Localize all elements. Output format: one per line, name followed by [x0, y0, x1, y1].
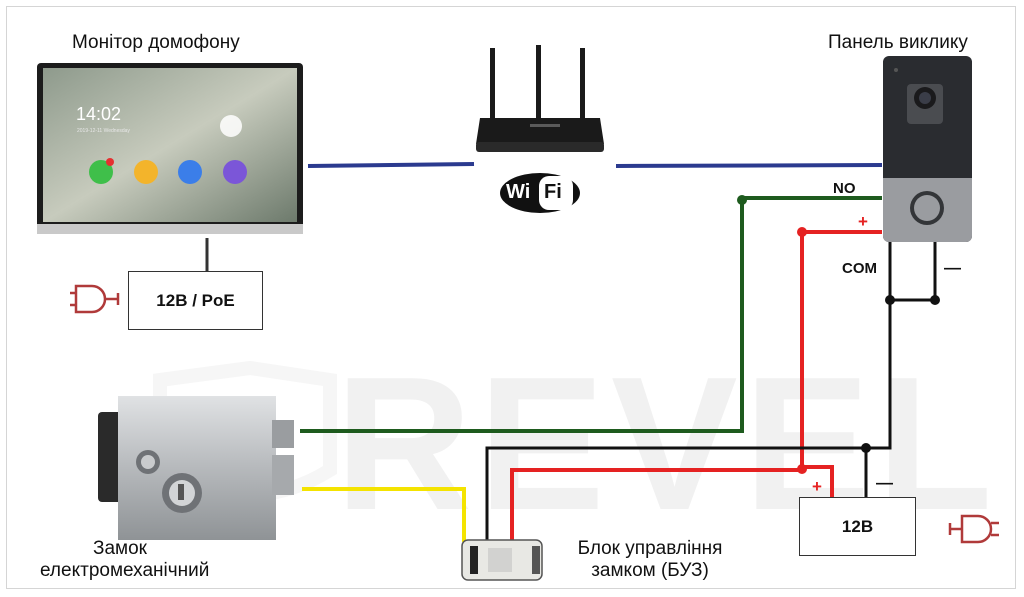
no-wire — [300, 196, 882, 433]
lock-power-supply: 12В — [799, 497, 916, 556]
message-app-icon — [134, 160, 158, 184]
lock-title-line2: електромеханічний — [40, 560, 210, 581]
diagram-frame — [6, 6, 1016, 589]
com-ground-wire — [866, 300, 892, 450]
live-view-app-icon — [178, 160, 202, 184]
terminal-no-label: NO — [833, 180, 856, 197]
intercom-monitor — [37, 63, 303, 234]
terminal-minus-label: — — [944, 258, 961, 277]
lock-controller-device — [461, 539, 543, 581]
settings-app-icon — [223, 160, 247, 184]
controller-title-line2: замком (БУЗ) — [591, 560, 709, 581]
controller-plus-wire — [510, 468, 802, 540]
wifi-badge-left: Wi — [506, 181, 531, 203]
wifi-badge — [500, 173, 580, 213]
controller-title: Блок управління замком (БУЗ) — [555, 538, 745, 582]
electromechanical-lock — [98, 396, 294, 540]
monitor-clock: 14:02 — [76, 104, 122, 124]
terminal-plus-label: + — [858, 212, 868, 231]
monitor-title: Монітор домофону — [72, 32, 240, 53]
monitor-date: 2019-12-11 Wednesday — [77, 128, 130, 134]
monitor-power-supply: 12В / PoE — [128, 271, 263, 330]
com-junction-right — [930, 295, 940, 305]
lock-title: Замок електромеханічний — [40, 538, 210, 582]
supply-minus-label: — — [876, 473, 893, 492]
controller-title-line1: Блок управління — [577, 538, 723, 559]
plus-wire-junction-bottom — [797, 464, 807, 474]
network-cable-panel — [615, 163, 883, 168]
wifi-router — [476, 45, 604, 152]
lock-title-line1: Замок — [93, 538, 147, 559]
terminal-com-label: COM — [842, 260, 877, 277]
no-wire-junction — [737, 195, 747, 205]
wifi-badge-right: Fi — [544, 181, 562, 203]
plug-icon — [70, 284, 120, 314]
supply-plus-label: + — [812, 477, 822, 496]
call-app-icon — [89, 160, 113, 184]
plus-wire-junction-top — [797, 227, 807, 237]
unlock-button-icon — [220, 115, 242, 137]
call-panel-title: Панель виклику — [828, 32, 968, 53]
plug-icon-right — [948, 514, 999, 544]
notification-dot — [106, 158, 114, 166]
ground-wire — [485, 446, 866, 540]
call-panel-device — [883, 56, 972, 242]
network-cable-monitor — [307, 162, 475, 168]
lock-wire — [302, 487, 466, 542]
